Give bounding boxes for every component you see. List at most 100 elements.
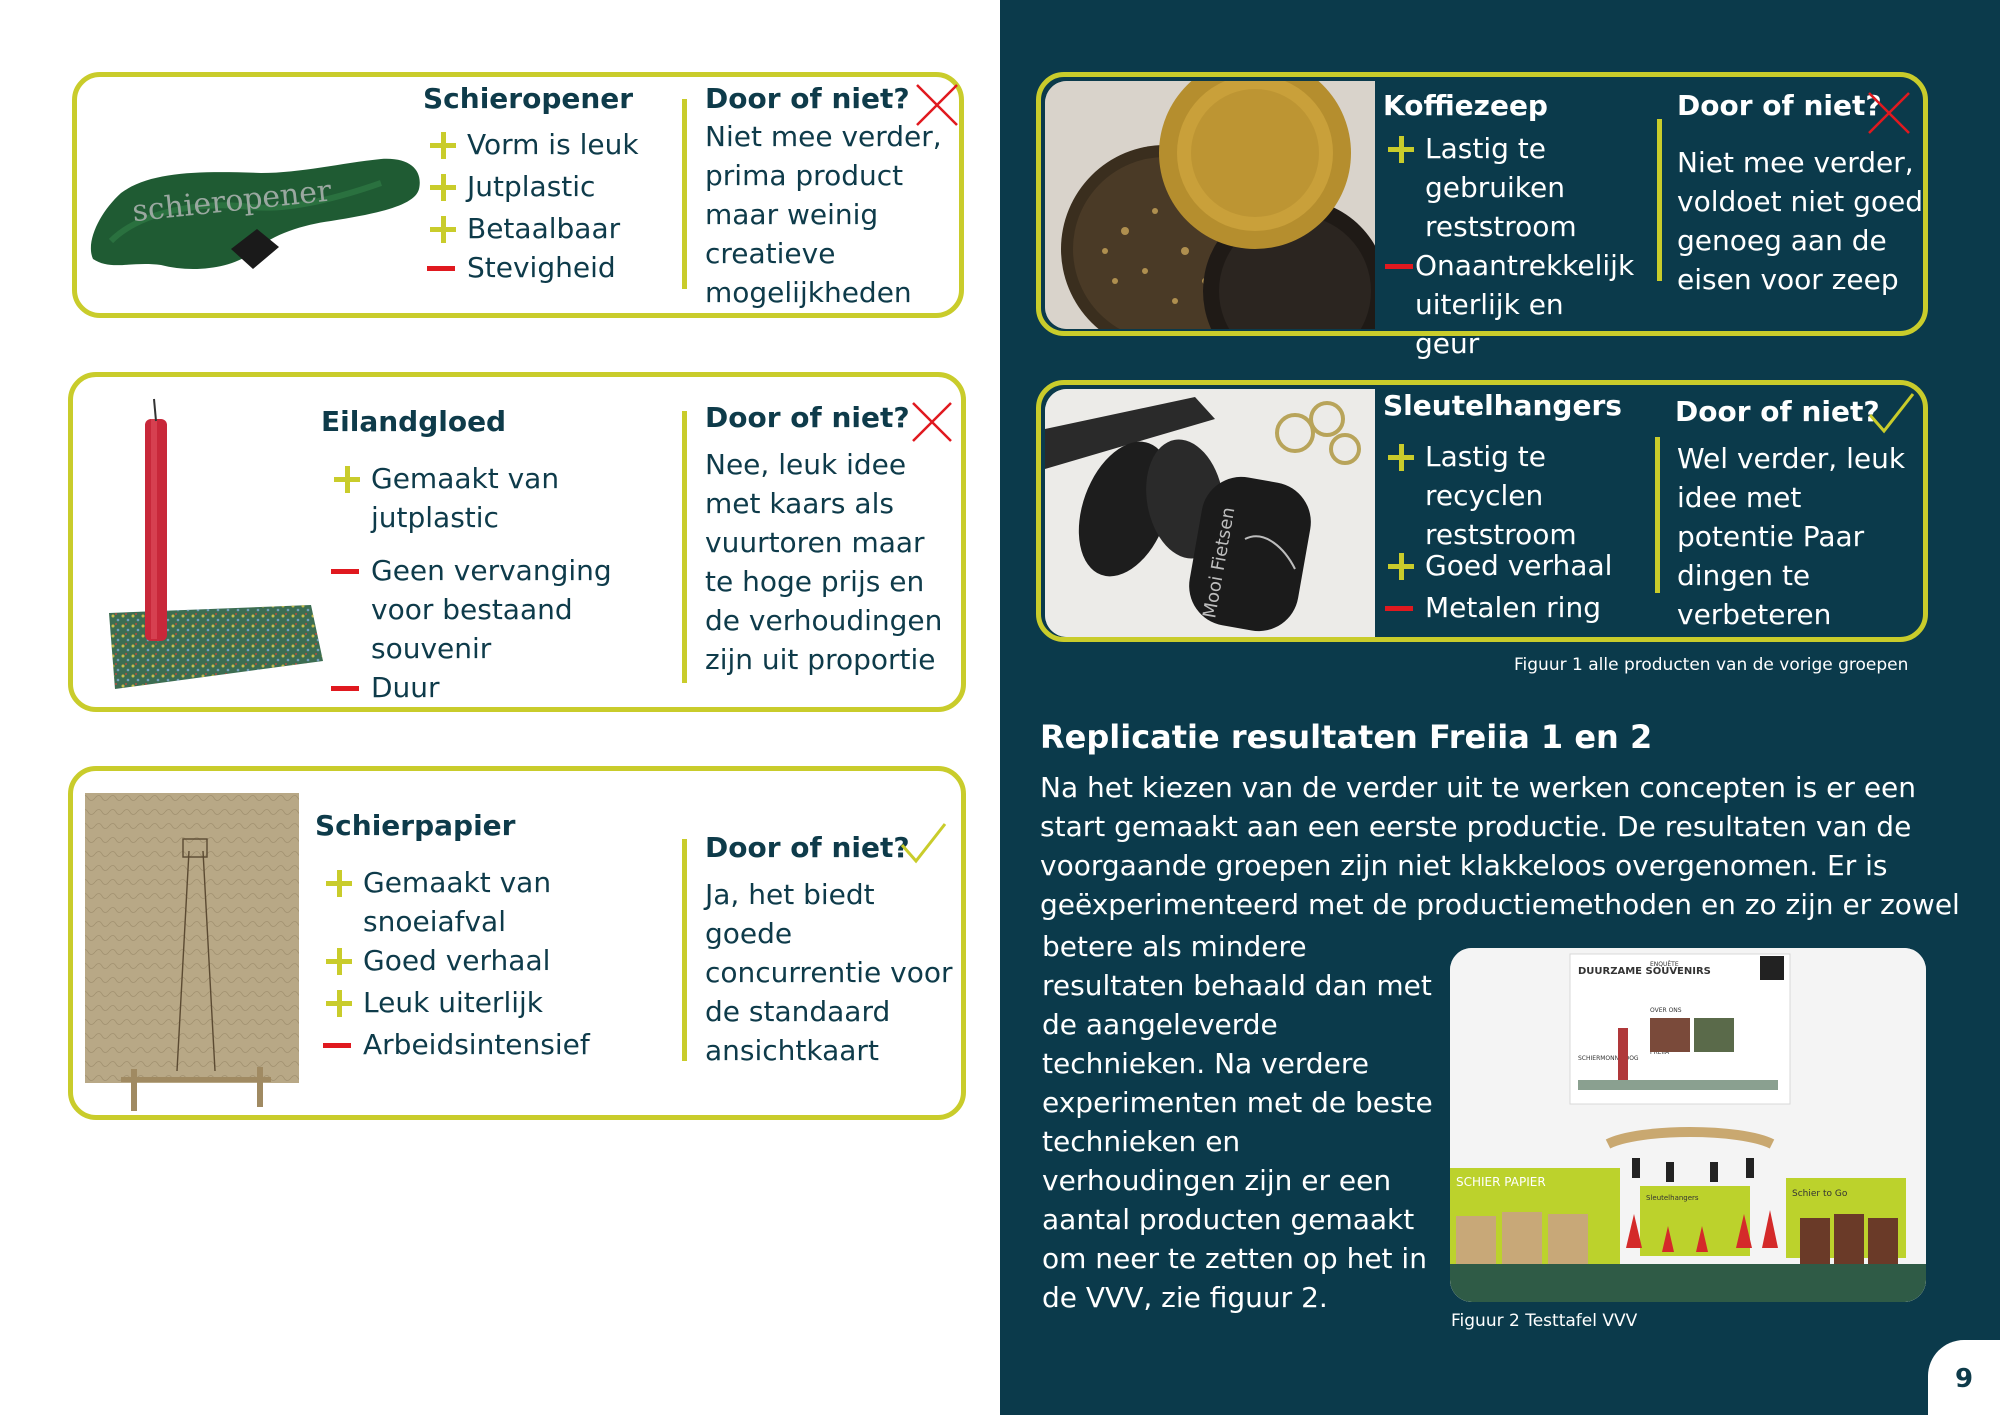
con-item: Stevigheid [425,248,639,287]
poster-section-heading: SCHIERMONNIKOOG [1578,1055,1639,1062]
pro-text: Jutplastic [467,170,596,203]
pro-text: Gemaakt van jutplastic [371,462,560,534]
plus-icon [425,209,457,248]
plus-icon [1383,546,1415,585]
verdict-label: Door of niet? [705,82,910,115]
con-text: Arbeidsintensief [363,1028,590,1061]
poster-side-heading: OVER ONS [1650,1007,1682,1014]
schierpapier-image [85,793,299,1111]
cross-icon [1868,92,1910,134]
cross-icon [912,402,952,442]
con-item: Geen vervanging voor bestaand souvenir [329,551,669,668]
verdict-text: Ja, het biedt goede concurrentie voor de… [705,878,953,1067]
pros-cons-list: Gemaakt van jutplastic Geen vervanging v… [329,459,669,707]
verdict-text: Niet mee verder, voldoet niet goed genoe… [1677,146,1924,296]
pro-item: Gemaakt van jutplastic [329,459,669,537]
pro-item: Jutplastic [425,167,639,206]
sign3-label: Schier to Go [1792,1189,1848,1199]
product-title: Sleutelhangers [1383,389,1622,422]
divider [682,99,687,289]
product-card-koffiezeep: Koffiezeep Lastig te gebruiken reststroo… [1036,72,1928,360]
verdict-text: Wel verder, leuk idee met potentie Paar … [1677,442,1906,631]
pros-cons-list: Lastig te gebruiken reststroom Onaantrek… [1383,129,1635,363]
plus-icon [425,125,457,164]
pro-item: Lastig te gebruiken reststroom [1383,129,1633,246]
verdict-label: Door of niet? [705,831,910,864]
con-text: Metalen ring [1425,591,1601,624]
product-card-sleutelhangers: Mooi Fietsen Sleutelhangers Lastig te re… [1036,380,1928,642]
verdict-label: Door of niet? [1677,89,1882,122]
divider [682,411,687,683]
product-card-schierpapier: Schierpapier Gemaakt van snoeiafval Goed… [68,766,966,1120]
minus-icon [329,668,361,707]
checkmark-icon [1868,393,1915,434]
figure1-caption: Figuur 1 alle producten van de vorige gr… [1514,655,1909,675]
plus-icon [329,459,361,498]
keychain-image: Mooi Fietsen [1045,389,1375,637]
verdict-label: Door of niet? [1675,395,1880,428]
pro-text: Leuk uiterlijk [363,986,543,1019]
con-text: Stevigheid [467,251,616,284]
verdict-label: Door of niet? [705,401,910,434]
sign1-label: SCHIER PAPIER [1456,1175,1546,1189]
minus-icon [1383,246,1415,285]
poster-title: DUURZAME SOUVENIRS [1578,966,1711,977]
pro-item: Lastig te recyclen reststroom [1383,437,1623,554]
pros-cons-list: Vorm is leuk Jutplastic Betaalbaar Stevi… [425,125,639,287]
product-title: Koffiezeep [1383,89,1548,122]
product-title: Schieropener [423,82,634,115]
eilandgloed-image [109,398,323,689]
product-title: Schierpapier [315,809,516,842]
con-item: Duur [329,668,669,707]
pro-item: Leuk uiterlijk [321,983,621,1022]
plus-icon [1383,437,1415,476]
pro-text: Goed verhaal [1425,549,1613,582]
product-card-eilandgloed: Eilandgloed Gemaakt van jutplastic Geen … [68,372,966,712]
sign2-label: Sleutelhangers [1646,1194,1699,1202]
pro-text: Betaalbaar [467,212,621,245]
con-text: Geen vervanging voor bestaand souvenir [371,554,612,665]
cross-icon [916,84,958,126]
plus-icon [321,863,353,902]
plus-icon [321,941,353,980]
pro-text: Gemaakt van snoeiafval [363,866,552,938]
divider [682,839,687,1061]
plus-icon [425,167,457,206]
soap-image [1045,81,1375,329]
checkmark-icon [900,823,947,864]
pro-text: Lastig te gebruiken reststroom [1425,132,1577,243]
testtafel-image: DUURZAME SOUVENIRS ENQUÊTE OVER ONS SCHI… [1450,948,1926,1302]
product-card-schieropener: schieropener Schieropener Vorm is leuk J… [72,72,964,318]
minus-icon [1383,588,1415,627]
poster-section-heading-2: FREIIA [1650,1049,1670,1056]
pros-cons-list: Gemaakt van snoeiafval Goed verhaal Leuk… [321,863,621,1064]
pro-item: Betaalbaar [425,209,639,248]
con-text: Duur [371,671,440,704]
minus-icon [321,1025,353,1064]
pro-item: Gemaakt van snoeiafval [321,863,621,941]
con-text: Onaantrekkelijk uiterlijk en geur [1415,249,1635,360]
con-item: Metalen ring [1383,588,1623,627]
sleutelhangers-photo: Mooi Fietsen [1045,389,1375,637]
section-paragraph: Na het kiezen van de verder uit te werke… [1040,771,1960,921]
section-paragraph-continued: betere als mindere resultaten behaald da… [1042,930,1433,1314]
product-title: Eilandgloed [321,405,507,438]
schieropener-image: schieropener [90,158,420,269]
minus-icon [425,248,457,287]
poster-subtitle: ENQUÊTE [1650,960,1679,968]
plus-icon [1383,129,1415,168]
section-heading: Replicatie resultaten Freiia 1 en 2 [1040,718,1653,756]
pro-text: Goed verhaal [363,944,551,977]
figure2-photo: DUURZAME SOUVENIRS ENQUÊTE OVER ONS SCHI… [1450,948,1926,1302]
pro-text: Lastig te recyclen reststroom [1425,440,1577,551]
con-item: Arbeidsintensief [321,1025,621,1064]
pro-item: Goed verhaal [321,941,621,980]
con-item: Onaantrekkelijk uiterlijk en geur [1383,246,1635,363]
koffiezeep-photo [1045,81,1375,329]
divider [1655,437,1660,593]
page-number: 9 [1928,1340,2000,1415]
pro-item: Goed verhaal [1383,546,1623,585]
plus-icon [321,983,353,1022]
figure2-caption: Figuur 2 Testtafel VVV [1451,1311,1638,1331]
pro-text: Vorm is leuk [467,128,639,161]
